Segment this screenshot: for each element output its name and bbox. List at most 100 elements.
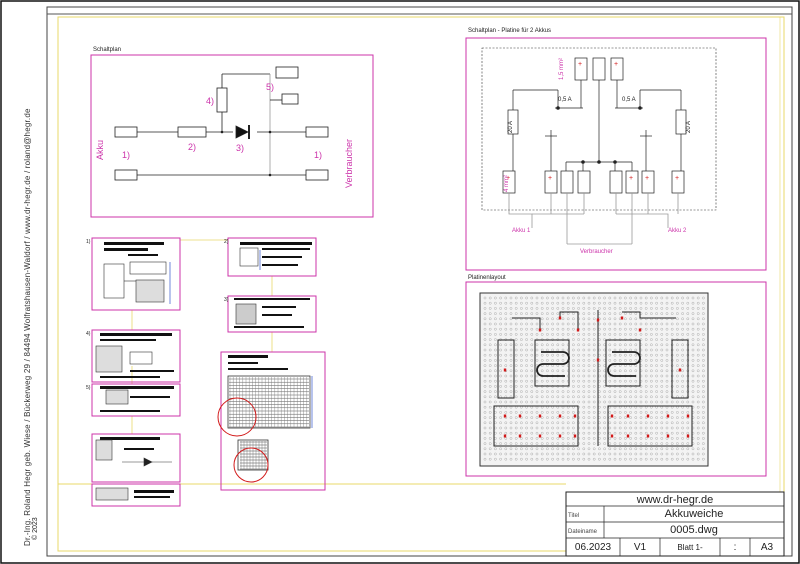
pcb-hole bbox=[696, 296, 700, 300]
pcb-hole bbox=[540, 353, 544, 357]
pcb-hole bbox=[624, 457, 627, 461]
pcb-hole bbox=[634, 353, 638, 357]
pcb-hole bbox=[494, 307, 497, 310]
pcb-hole bbox=[592, 426, 596, 430]
pcb-hole bbox=[676, 317, 679, 321]
pcb-hole bbox=[520, 369, 523, 373]
pcb-hole bbox=[696, 348, 700, 352]
pcb-hole bbox=[629, 390, 632, 393]
pcb-hole bbox=[639, 400, 643, 404]
pcb-hole bbox=[587, 400, 591, 404]
pcb-hole bbox=[504, 400, 508, 404]
pcb-hole bbox=[509, 327, 513, 331]
pcb-hole bbox=[504, 307, 508, 310]
pcb-hole bbox=[665, 447, 669, 451]
pcb-hole bbox=[483, 348, 487, 352]
pcb-hole bbox=[494, 327, 497, 331]
pcb-hole bbox=[629, 421, 632, 425]
pcb-hole bbox=[530, 338, 534, 341]
pcb-hole bbox=[582, 411, 586, 414]
pcb-hole bbox=[598, 301, 601, 305]
pcb-hole bbox=[608, 353, 612, 357]
pcb-hole bbox=[577, 400, 580, 404]
detail-text-bar bbox=[100, 410, 160, 412]
pcb-hole bbox=[686, 317, 690, 321]
pcb-hole bbox=[702, 442, 705, 445]
pcb-hole bbox=[504, 333, 508, 336]
platine-schaltplan-box bbox=[465, 37, 767, 271]
pcb-hole bbox=[686, 447, 690, 451]
pcb-hole bbox=[509, 447, 513, 451]
pcb-hole bbox=[592, 395, 596, 399]
pcb-hole bbox=[634, 348, 638, 352]
pcb-hole bbox=[618, 369, 622, 373]
pcb-hole bbox=[660, 421, 664, 425]
pcb-hole bbox=[483, 421, 487, 425]
pcb-hole bbox=[582, 426, 586, 430]
pcb-hole bbox=[608, 333, 612, 336]
pcb-hole bbox=[556, 353, 560, 357]
detail-text-bar bbox=[240, 242, 312, 245]
pcb-hole bbox=[655, 327, 658, 331]
pcb-hole bbox=[592, 379, 596, 383]
pcb-hole bbox=[582, 312, 586, 315]
pcb-hole bbox=[509, 317, 513, 321]
pcb-hole bbox=[618, 327, 622, 331]
pcb-hole bbox=[650, 374, 653, 378]
pcb-hole bbox=[535, 353, 539, 357]
pcb-hole bbox=[624, 437, 627, 440]
pcb-hole bbox=[566, 452, 570, 456]
pcb-hole bbox=[644, 447, 648, 451]
pcb-hole bbox=[509, 359, 513, 362]
pcb-hole bbox=[634, 369, 638, 373]
pcb-hole bbox=[509, 343, 513, 347]
pcb-hole bbox=[582, 421, 586, 425]
detail-box-6 bbox=[91, 433, 181, 483]
pcb-hole bbox=[691, 457, 695, 461]
pcb-hole bbox=[499, 317, 502, 321]
pcb-hole bbox=[587, 359, 591, 362]
pcb-hole bbox=[691, 348, 695, 352]
pcb-hole bbox=[535, 296, 539, 300]
pcb-hole bbox=[676, 348, 679, 352]
pcb-hole bbox=[566, 442, 570, 445]
pcb-hole bbox=[520, 400, 523, 404]
pcb-hole bbox=[670, 411, 674, 414]
pcb-hole bbox=[686, 307, 690, 310]
detail-num-5: 5) bbox=[86, 385, 91, 391]
pcb-hole bbox=[592, 431, 596, 435]
pcb-hole bbox=[572, 322, 575, 326]
pcb-hole bbox=[696, 447, 700, 451]
pcb-hole bbox=[634, 437, 638, 440]
pcb-hole bbox=[629, 333, 632, 336]
pcb-hole bbox=[577, 395, 580, 399]
pcb-hole bbox=[582, 301, 586, 305]
pcb-hole bbox=[520, 442, 523, 445]
pcb-hole bbox=[525, 353, 528, 357]
pcb-red-mark bbox=[646, 434, 650, 438]
pcb-hole bbox=[660, 301, 664, 305]
pcb-hole bbox=[561, 447, 565, 451]
pcb-hole bbox=[587, 437, 591, 440]
pcb-hole bbox=[499, 385, 502, 388]
pcb-hole bbox=[670, 437, 674, 440]
pcb-hole bbox=[613, 416, 617, 419]
pcb-hole bbox=[530, 301, 534, 305]
pcb-hole bbox=[488, 400, 492, 404]
pcb-hole bbox=[561, 437, 565, 440]
pcb-hole bbox=[676, 359, 679, 362]
pcb-hole bbox=[587, 348, 591, 352]
pcb-hole bbox=[670, 400, 674, 404]
pcb-hole bbox=[624, 421, 627, 425]
pcb-hole bbox=[696, 374, 700, 378]
pcb-hole bbox=[634, 379, 638, 383]
pcb-hole bbox=[650, 364, 653, 367]
pcb-hole bbox=[618, 457, 622, 461]
pcb-hole bbox=[540, 333, 544, 336]
pcb-hole bbox=[702, 379, 705, 383]
pcb-hole bbox=[644, 385, 648, 388]
pcb-hole bbox=[702, 411, 705, 414]
pcb-hole bbox=[676, 421, 679, 425]
pcb-hole bbox=[566, 333, 570, 336]
pcb-hole bbox=[613, 317, 617, 321]
